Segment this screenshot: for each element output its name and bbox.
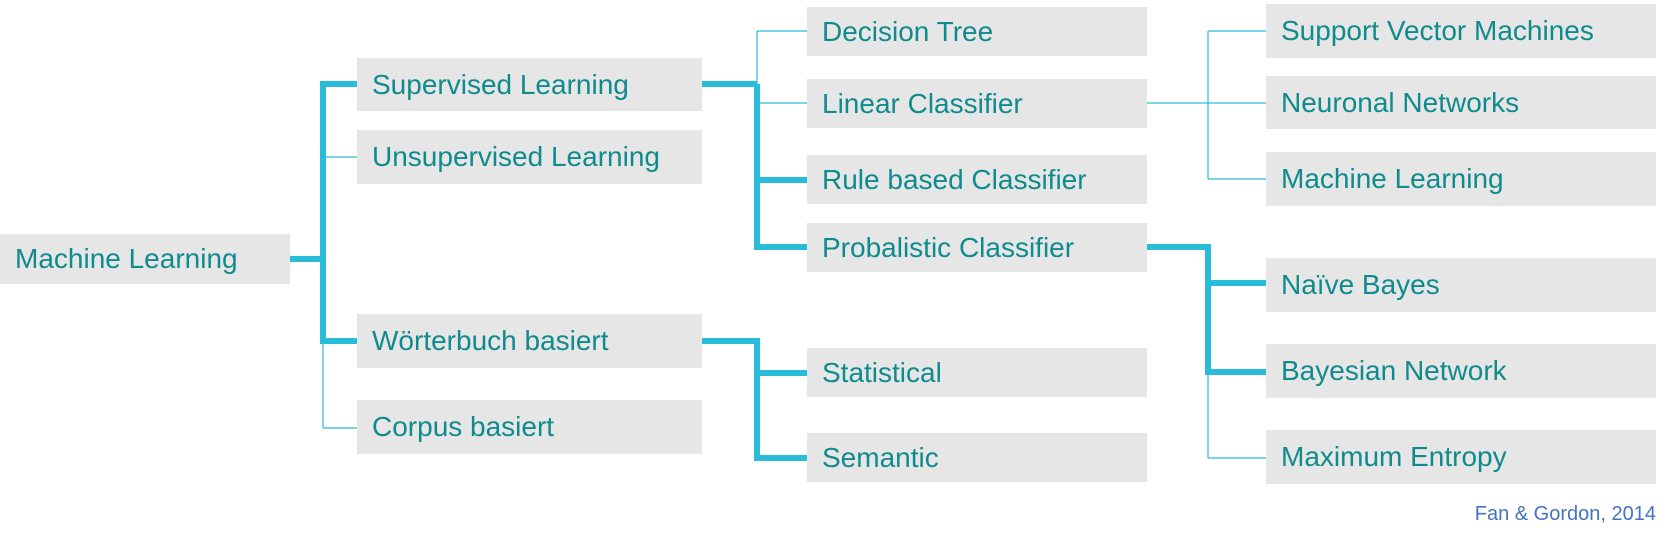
node-machine-learning: Machine Learning <box>0 234 290 284</box>
node-machine-learning-leaf: Machine Learning <box>1266 152 1656 206</box>
node-linear-classifier: Linear Classifier <box>807 79 1147 128</box>
node-probalistic-classifier: Probalistic Classifier <box>807 223 1147 272</box>
node-statistical: Statistical <box>807 348 1147 397</box>
citation: Fan & Gordon, 2014 <box>1474 503 1656 525</box>
node-corpus-basiert: Corpus basiert <box>357 400 702 454</box>
node-unsupervised-learning: Unsupervised Learning <box>357 130 702 184</box>
node-neuronal-networks: Neuronal Networks <box>1266 76 1656 129</box>
node-woerterbuch-basiert: Wörterbuch basiert <box>357 314 702 368</box>
node-naive-bayes: Naïve Bayes <box>1266 258 1656 312</box>
node-maximum-entropy: Maximum Entropy <box>1266 430 1656 484</box>
node-bayesian-network: Bayesian Network <box>1266 344 1656 398</box>
node-decision-tree: Decision Tree <box>807 7 1147 56</box>
node-support-vector-machines: Support Vector Machines <box>1266 4 1656 58</box>
node-rule-based-classifier: Rule based Classifier <box>807 155 1147 204</box>
node-supervised-learning: Supervised Learning <box>357 58 702 111</box>
node-semantic: Semantic <box>807 433 1147 482</box>
